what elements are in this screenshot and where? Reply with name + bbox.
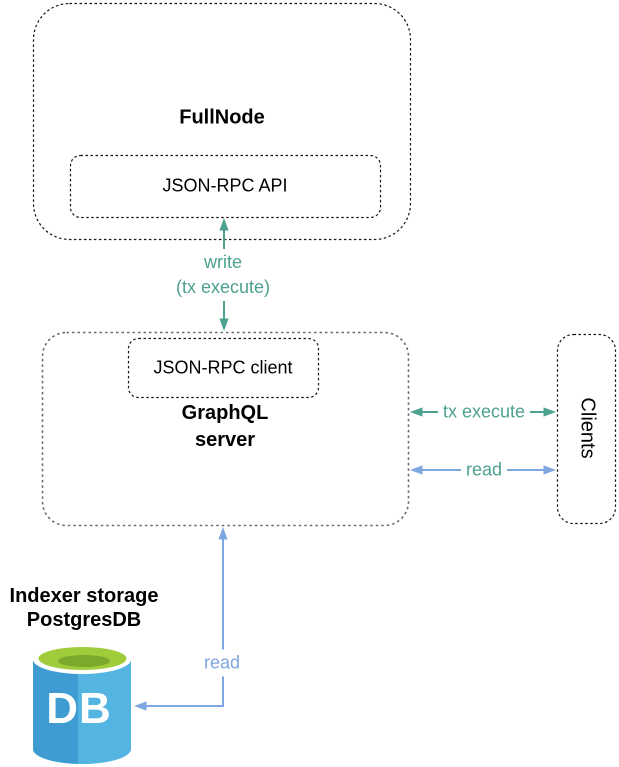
graphql-server-title-line2: server bbox=[194, 429, 256, 451]
fullnode-box bbox=[32, 2, 412, 241]
db-cylinder-top-green-shadow bbox=[58, 655, 110, 667]
json-rpc-client-label: JSON-RPC client bbox=[153, 357, 293, 378]
indexer-storage-title: Indexer storage PostgresDB bbox=[10, 584, 159, 632]
write-tx-arrow-label-line1: write bbox=[203, 252, 243, 272]
indexer-storage-title-line2: PostgresDB bbox=[26, 609, 142, 631]
write-tx-arrow-label-line2: (tx execute) bbox=[175, 277, 271, 297]
read-clients-arrowhead-right bbox=[543, 465, 556, 475]
json-rpc-client-box bbox=[127, 337, 320, 399]
indexer-storage-title-line1: Indexer storage bbox=[9, 585, 159, 607]
json-rpc-api-box bbox=[69, 154, 382, 219]
tx-execute-arrow-label: tx execute bbox=[437, 398, 531, 426]
read-db-arrow-label: read bbox=[198, 649, 246, 677]
write-tx-arrowhead-down bbox=[219, 318, 229, 331]
read-clients-arrow-label: read bbox=[460, 456, 508, 484]
read-clients-arrowhead-left bbox=[410, 465, 423, 475]
clients-label: Clients bbox=[576, 397, 599, 459]
db-icon-label: DB bbox=[46, 684, 112, 733]
read-db-arrow-line bbox=[146, 539, 224, 707]
json-rpc-api-label: JSON-RPC API bbox=[162, 175, 288, 196]
tx-execute-arrowhead-left bbox=[410, 407, 423, 417]
read-db-arrowhead-up bbox=[218, 527, 228, 540]
fullnode-title: FullNode bbox=[179, 106, 265, 129]
postgres-db-icon: DB bbox=[33, 645, 131, 764]
clients-box bbox=[556, 333, 617, 525]
graphql-server-title-line1: GraphQL bbox=[181, 402, 269, 424]
read-db-arrowhead-left bbox=[134, 701, 147, 711]
write-tx-arrowhead-up bbox=[219, 218, 229, 231]
db-cylinder-body-dark bbox=[33, 659, 78, 764]
graphql-server-title: GraphQL server bbox=[182, 400, 269, 454]
write-tx-arrow-label: write (tx execute) bbox=[170, 249, 276, 301]
read-db-arrow bbox=[134, 527, 228, 711]
tx-execute-arrowhead-right bbox=[543, 407, 556, 417]
